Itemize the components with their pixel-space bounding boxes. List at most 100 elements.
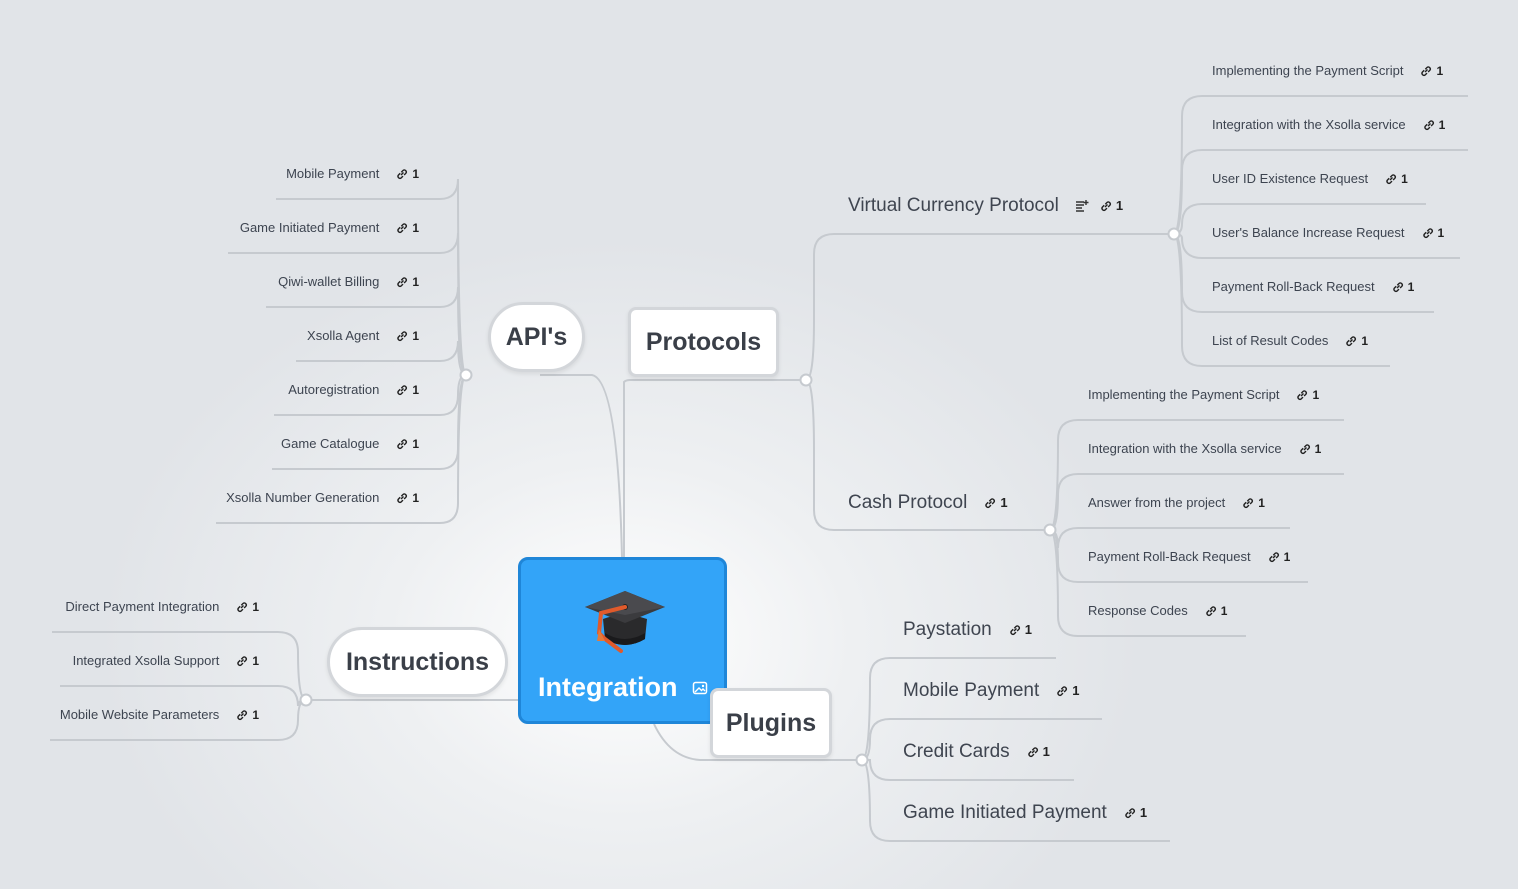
- link-icon[interactable]: 1: [395, 327, 419, 345]
- link-icon[interactable]: 1: [1422, 116, 1446, 134]
- link-icon[interactable]: 1: [1241, 494, 1265, 512]
- chain-glyph: [1422, 228, 1433, 238]
- connector: [861, 657, 1056, 761]
- link-icon[interactable]: 1: [395, 273, 419, 291]
- root-topic-integration[interactable]: Integration: [518, 557, 727, 724]
- topic-instructions[interactable]: Instructions: [327, 627, 508, 697]
- virtual-item[interactable]: User's Balance Increase Request 1: [1212, 224, 1444, 242]
- link-icon[interactable]: 1: [1099, 194, 1123, 218]
- cash-item[interactable]: Integration with the Xsolla service 1: [1088, 440, 1321, 458]
- leaf-label: Answer from the project: [1088, 495, 1226, 510]
- link-icon[interactable]: 1: [235, 652, 259, 670]
- link-count: 1: [412, 491, 419, 505]
- link-count: 1: [1220, 604, 1228, 618]
- link-count: 1: [412, 275, 419, 289]
- topic-protocols[interactable]: Protocols: [628, 307, 779, 377]
- link-icon[interactable]: 1: [1008, 618, 1032, 642]
- subtopic-virtual-currency-protocol[interactable]: Virtual Currency Protocol 1: [848, 194, 1123, 218]
- chain-glyph: [1297, 390, 1308, 400]
- branch-junction[interactable]: [799, 373, 813, 387]
- leaf-label: Paystation: [903, 619, 992, 640]
- leaf-label: Xsolla Number Generation: [226, 490, 380, 505]
- link-icon[interactable]: 1: [1344, 332, 1368, 350]
- chain-glyph: [237, 602, 248, 612]
- link-count: 1: [1438, 118, 1446, 132]
- link-icon[interactable]: 1: [1295, 386, 1319, 404]
- link-icon[interactable]: 1: [983, 491, 1008, 515]
- cash-item[interactable]: Answer from the project 1: [1088, 494, 1265, 512]
- link-count: 1: [412, 167, 419, 181]
- api-item[interactable]: Qiwi-wallet Billing 1: [278, 273, 419, 291]
- link-icon[interactable]: 1: [1391, 278, 1414, 296]
- branch-junction[interactable]: [1043, 523, 1057, 537]
- chain-glyph: [1243, 498, 1254, 508]
- link-icon[interactable]: 1: [1298, 440, 1321, 458]
- link-count: 1: [412, 383, 419, 397]
- leaf-label: Direct Payment Integration: [65, 599, 220, 614]
- connector: [623, 379, 806, 558]
- link-icon[interactable]: 1: [1204, 602, 1228, 620]
- chain-glyph: [397, 331, 408, 341]
- topic-apis[interactable]: API's: [488, 302, 585, 372]
- link-count: 1: [1283, 550, 1291, 564]
- link-count: 1: [1072, 683, 1080, 698]
- image-icon[interactable]: [692, 680, 708, 696]
- link-icon[interactable]: 1: [1421, 224, 1444, 242]
- topic-plugins-label: Plugins: [725, 708, 817, 737]
- leaf-label: Implementing the Payment Script: [1212, 63, 1404, 78]
- link-icon[interactable]: 1: [395, 381, 419, 399]
- branch-junction[interactable]: [299, 693, 313, 707]
- leaf-label: Integration with the Xsolla service: [1088, 441, 1282, 456]
- link-icon[interactable]: 1: [395, 489, 419, 507]
- link-icon[interactable]: 1: [235, 706, 259, 724]
- chain-glyph: [1392, 282, 1403, 292]
- chain-glyph: [1125, 808, 1135, 818]
- chain-glyph: [237, 656, 248, 666]
- link-icon[interactable]: 1: [235, 598, 259, 616]
- link-icon[interactable]: 1: [1267, 548, 1291, 566]
- link-icon[interactable]: 1: [1055, 679, 1079, 703]
- cash-item[interactable]: Implementing the Payment Script 1: [1088, 386, 1319, 404]
- link-icon[interactable]: 1: [1123, 801, 1147, 825]
- leaf-label: Qiwi-wallet Billing: [278, 274, 380, 289]
- subtopic-label: Cash Protocol: [848, 492, 968, 513]
- leaf-label: Implementing the Payment Script: [1088, 387, 1280, 402]
- virtual-item[interactable]: Implementing the Payment Script 1: [1212, 62, 1443, 80]
- link-icon[interactable]: 1: [395, 165, 419, 183]
- chain-glyph: [1010, 625, 1020, 635]
- link-count: 1: [1436, 64, 1444, 78]
- subtopic-cash-protocol[interactable]: Cash Protocol 1: [848, 491, 1008, 515]
- topic-plugins[interactable]: Plugins: [710, 688, 832, 758]
- link-icon[interactable]: 1: [1026, 740, 1050, 764]
- api-item[interactable]: Xsolla Number Generation 1: [226, 489, 419, 507]
- notes-icon[interactable]: [1075, 199, 1089, 213]
- link-icon[interactable]: 1: [395, 219, 419, 237]
- connector: [540, 374, 623, 559]
- branch-junction[interactable]: [1167, 227, 1181, 241]
- link-icon[interactable]: 1: [1384, 170, 1408, 188]
- instructions-item[interactable]: Direct Payment Integration 1: [65, 598, 259, 616]
- branch-junction[interactable]: [855, 753, 869, 767]
- plugins-item[interactable]: Paystation 1: [903, 618, 1032, 642]
- leaf-label: User's Balance Increase Request: [1212, 225, 1405, 240]
- branch-junction[interactable]: [459, 368, 473, 382]
- link-icon[interactable]: 1: [1419, 62, 1443, 80]
- link-icon[interactable]: 1: [395, 435, 419, 453]
